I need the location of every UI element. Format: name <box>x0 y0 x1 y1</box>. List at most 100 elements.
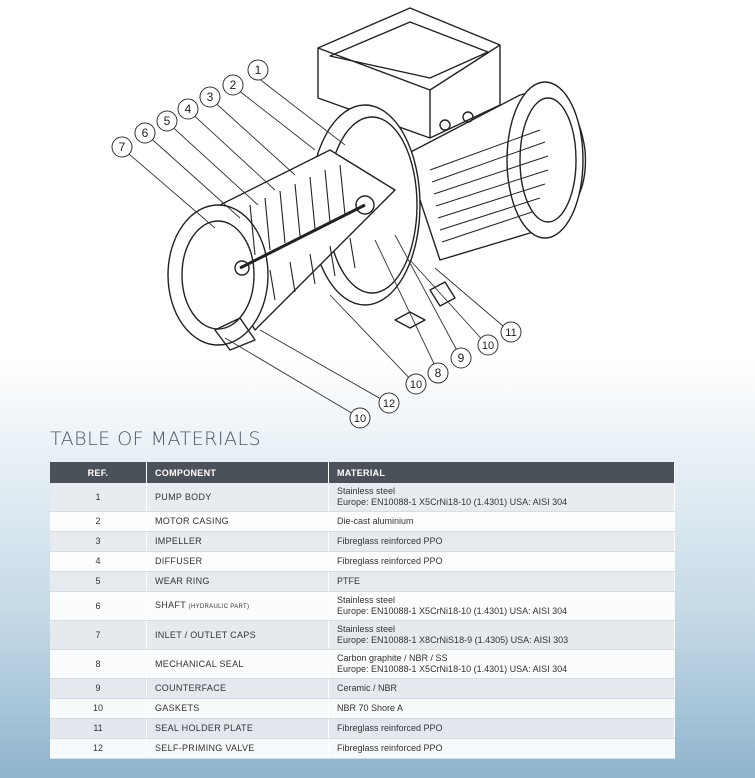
callout-10c: 10 <box>349 407 371 429</box>
component-cell: IMPELLER <box>146 531 329 552</box>
header-component: COMPONENT <box>146 462 329 483</box>
section-title: TABLE OF MATERIALS <box>50 428 262 450</box>
table-header-row: REF. COMPONENT MATERIAL <box>50 462 675 483</box>
callout-8: 8 <box>427 362 449 384</box>
table-row: 12 SELF-PRIMING VALVE Fibreglass reinforce… <box>50 738 675 759</box>
header-ref: REF. <box>50 462 147 483</box>
material-line: Die-cast aluminium <box>337 516 414 526</box>
component-name: MOTOR CASING <box>155 516 229 526</box>
ref-cell: 4 <box>50 551 147 572</box>
ref-cell: 5 <box>50 571 147 592</box>
svg-text:12: 12 <box>383 398 395 410</box>
component-name: INLET / OUTLET CAPS <box>155 629 256 640</box>
callout-1: 1 <box>247 59 269 81</box>
ref-cell: 6 <box>50 591 147 621</box>
material-cell: PTFE <box>328 571 675 592</box>
material-cell: Fibreglass reinforced PPO <box>328 718 675 739</box>
material-cell: Die-cast aluminium <box>328 511 675 532</box>
ref-cell: 8 <box>50 649 147 679</box>
component-name: SHAFT <box>155 599 186 610</box>
material-line: Fibreglass reinforced PPO <box>337 723 443 733</box>
component-cell: MECHANICAL SEAL <box>146 649 329 679</box>
callout-3: 3 <box>199 86 221 108</box>
material-line: NBR 70 Shore A <box>337 703 404 713</box>
component-name: SEAL HOLDER PLATE <box>155 723 254 733</box>
table-row: 10 GASKETS NBR 70 Shore A <box>50 698 675 719</box>
callout-5: 5 <box>156 110 178 132</box>
table-row: 3 IMPELLER Fibreglass reinforced PPO <box>50 531 675 552</box>
svg-text:1: 1 <box>255 63 262 77</box>
ref-cell: 1 <box>50 483 147 512</box>
ref-cell: 9 <box>50 678 147 699</box>
component-cell: COUNTERFACE <box>146 678 329 699</box>
component-cell: GASKETS <box>146 698 329 719</box>
ref-cell: 12 <box>50 738 147 759</box>
svg-text:10: 10 <box>482 340 494 352</box>
material-cell: Fibreglass reinforced PPO <box>328 531 675 552</box>
component-name: IMPELLER <box>155 536 202 546</box>
material-line: Europe: EN10088-1 X5CrNi18-10 (1.4301) U… <box>337 606 568 616</box>
component-cell: SHAFT (HYDRAULIC PART) <box>146 591 329 621</box>
svg-text:4: 4 <box>185 102 192 116</box>
component-cell: SEAL HOLDER PLATE <box>146 718 329 739</box>
material-line: PTFE <box>337 576 361 586</box>
material-line: Europe: EN10088-1 X5CrNi18-10 (1.4301) U… <box>337 664 568 674</box>
pump-exploded-diagram: 1 2 3 4 5 6 7 8 9 10 10 10 11 12 <box>111 7 587 429</box>
callout-4: 4 <box>177 98 199 120</box>
material-line: Stainless steel <box>337 624 396 634</box>
component-name: PUMP BODY <box>155 491 212 502</box>
callout-10a: 10 <box>477 334 499 356</box>
callout-9: 9 <box>450 347 472 369</box>
svg-text:6: 6 <box>142 126 149 140</box>
material-cell: NBR 70 Shore A <box>328 698 675 719</box>
component-note: (HYDRAULIC PART) <box>188 603 250 610</box>
material-line: Stainless steel <box>337 486 396 496</box>
ref-cell: 10 <box>50 698 147 719</box>
table-row: 8 MECHANICAL SEAL Carbon graphite / NBR / … <box>50 649 675 679</box>
material-cell: Ceramic / NBR <box>328 678 675 699</box>
svg-text:10: 10 <box>354 413 366 425</box>
material-line: Stainless steel <box>337 595 396 605</box>
material-line: Fibreglass reinforced PPO <box>337 536 443 546</box>
materials-table: REF. COMPONENT MATERIAL 1 PUMP BODY Stainl… <box>50 462 675 759</box>
component-name: MECHANICAL SEAL <box>155 658 244 669</box>
component-cell: WEAR RING <box>146 571 329 592</box>
table-row: 9 COUNTERFACE Ceramic / NBR <box>50 678 675 699</box>
ref-cell: 3 <box>50 531 147 552</box>
header-material: MATERIAL <box>328 462 675 483</box>
callout-11: 11 <box>500 321 522 343</box>
table-row: 5 WEAR RING PTFE <box>50 571 675 592</box>
ref-cell: 7 <box>50 620 147 650</box>
component-cell: SELF-PRIMING VALVE <box>146 738 329 759</box>
callout-12: 12 <box>378 392 400 414</box>
component-cell: DIFFUSER <box>146 551 329 572</box>
svg-text:9: 9 <box>458 351 465 365</box>
svg-text:3: 3 <box>207 90 214 104</box>
component-name: WEAR RING <box>155 576 210 586</box>
ref-cell: 11 <box>50 718 147 739</box>
material-line: Europe: EN10088-1 X5CrNi18-10 (1.4301) U… <box>337 497 568 507</box>
material-cell: Fibreglass reinforced PPO <box>328 551 675 572</box>
material-line: Fibreglass reinforced PPO <box>337 743 443 753</box>
callout-2: 2 <box>222 74 244 96</box>
svg-text:5: 5 <box>164 114 171 128</box>
component-name: COUNTERFACE <box>155 683 227 693</box>
svg-text:2: 2 <box>230 78 237 92</box>
material-line: Carbon graphite / NBR / SS <box>337 653 448 663</box>
svg-text:8: 8 <box>435 366 442 380</box>
svg-text:7: 7 <box>119 140 126 154</box>
component-name: DIFFUSER <box>155 556 203 566</box>
callout-6: 6 <box>134 122 156 144</box>
table-row: 11 SEAL HOLDER PLATE Fibreglass reinforced… <box>50 718 675 739</box>
material-cell: Fibreglass reinforced PPO <box>328 738 675 759</box>
component-name: SELF-PRIMING VALVE <box>155 743 255 753</box>
component-name: GASKETS <box>155 703 200 713</box>
